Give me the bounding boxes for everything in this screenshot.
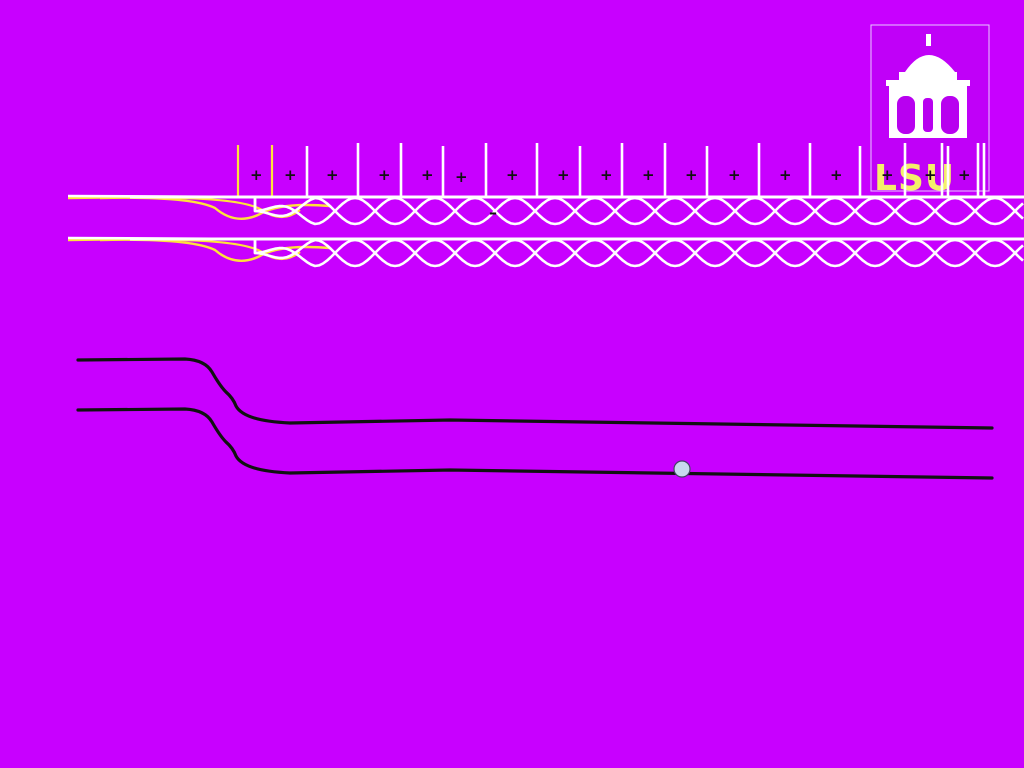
plus-charge: +	[924, 166, 937, 184]
white-wave-strand-bottom	[253, 238, 1024, 268]
plus-charge: +	[728, 166, 741, 184]
plus-charge: +	[557, 166, 570, 184]
plus-charge: +	[685, 166, 698, 184]
vertical-field-lines	[236, 143, 986, 198]
charged-wave-diagram: + + + + + + + + + + + + + + + + + –	[67, 143, 1024, 268]
step-curve-diagram	[76, 357, 994, 480]
plus-charge: +	[642, 166, 655, 184]
oscillating-waves	[67, 194, 1024, 268]
plus-charge: +	[506, 166, 519, 184]
tower-windows	[897, 96, 959, 134]
plus-charge: +	[421, 166, 434, 184]
yellow-wave-strand	[99, 196, 331, 220]
dot-marker-icon	[673, 460, 691, 478]
plus-charge: +	[600, 166, 613, 184]
plus-charge: +	[250, 166, 263, 184]
plus-charge: +	[779, 166, 792, 184]
negative-charge: –	[489, 203, 497, 222]
plus-charge: +	[958, 166, 971, 184]
plus-charge: +	[326, 166, 339, 184]
plus-charge: +	[881, 166, 894, 184]
plus-charge: +	[284, 166, 297, 184]
white-wave-strand-top	[253, 196, 1024, 226]
plus-charge: +	[455, 168, 468, 186]
upper-step-curve	[76, 357, 994, 430]
positive-charges: + + + + + + + + + + + + + + + + +	[250, 166, 971, 186]
yellow-wave-strand	[99, 238, 331, 262]
plus-charge: +	[830, 166, 843, 184]
lower-step-curve	[76, 407, 994, 480]
plus-charge: +	[378, 166, 391, 184]
